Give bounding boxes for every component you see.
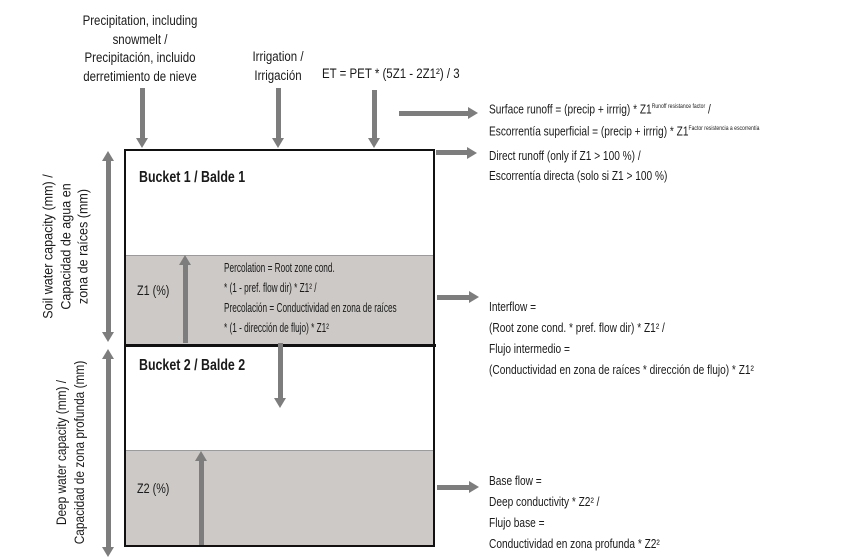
bucket2-title: Bucket 2 / Balde 2	[139, 357, 246, 374]
label-line: Surface runoff = (precip + irrrig) * Z1R…	[489, 101, 711, 117]
label-line: Precipitation, including	[82, 13, 198, 28]
label-line: Precolación = Conductividad en zona de r…	[224, 301, 397, 315]
z1-storage-band	[126, 255, 433, 345]
label-line: Flujo intermedio =	[489, 341, 570, 356]
label-line: Irrigación	[254, 67, 302, 83]
percolation-formula: Percolation = Root zone cond. * (1 - pre…	[224, 258, 397, 338]
percolation-arrow	[274, 343, 287, 408]
et-arrow	[368, 90, 381, 148]
label-line: * (1 - pref. flow dir) * Z1² /	[224, 281, 317, 295]
soil-capacity-extent-arrow	[102, 151, 115, 342]
label-line: * (1 - dirección de flujo) * Z1²	[224, 321, 330, 335]
interflow-formula: Interflow = (Root zone cond. * pref. flo…	[489, 296, 754, 380]
label-line: Capacidad de zona profunda (mm)	[71, 360, 87, 545]
label-line: Base flow =	[489, 473, 542, 488]
superscript: Factor resistencia a escorrentía	[688, 125, 760, 132]
label-line: snowmelt /	[112, 31, 168, 47]
precipitation-arrow	[136, 88, 149, 148]
label-line: Irrigation /	[252, 49, 304, 64]
z1-storage-arrow	[179, 255, 192, 343]
irrigation-label: Irrigation / Irrigación	[240, 48, 317, 85]
z2-label: Z2 (%)	[137, 481, 170, 496]
label-line: (Conductividad en zona de raíces * direc…	[489, 362, 754, 377]
base-flow-formula: Base flow = Deep conductivity * Z2² / Fl…	[489, 470, 660, 554]
deep-capacity-extent-arrow	[102, 349, 115, 557]
irrigation-arrow	[272, 88, 285, 148]
soil-water-capacity-label: Soil water capacity (mm) / Capacidad de …	[40, 154, 93, 340]
precipitation-label: Precipitation, including snowmelt / Prec…	[68, 12, 213, 86]
z1-label: Z1 (%)	[137, 283, 170, 298]
label-line: Capacidad de agua en	[58, 183, 73, 310]
label-line: zona de raíces (mm)	[75, 188, 91, 305]
superscript: Runoff resistance factor	[651, 103, 706, 110]
label-line: Direct runoff (only if Z1 > 100 %) /	[489, 148, 641, 163]
base-flow-arrow	[437, 481, 479, 494]
interflow-arrow	[437, 291, 479, 304]
label-line: Precipitación, incluido	[84, 50, 196, 65]
direct-runoff-arrow	[436, 146, 477, 159]
direct-runoff-formula: Direct runoff (only if Z1 > 100 %) / Esc…	[489, 146, 667, 185]
z2-storage-arrow	[195, 451, 208, 545]
label-line: Deep conductivity * Z2² /	[489, 494, 600, 509]
bucket1-title: Bucket 1 / Balde 1	[139, 169, 246, 186]
deep-water-capacity-label: Deep water capacity (mm) / Capacidad de …	[53, 358, 88, 547]
label-line: Soil water capacity (mm) /	[40, 174, 56, 319]
label-line: Interflow =	[489, 299, 537, 314]
et-formula-label: ET = PET * (5Z1 - 2Z1²) / 3	[322, 66, 460, 81]
surface-runoff-formula: Surface runoff = (precip + irrrig) * Z1R…	[489, 97, 760, 141]
surface-runoff-arrow	[399, 107, 478, 120]
label-line: Flujo base =	[489, 515, 545, 530]
label-line: Conductividad en zona profunda * Z2²	[489, 536, 660, 551]
label-line: Escorrentía superficial = (precip + irrr…	[489, 123, 760, 139]
label-line: (Root zone cond. * pref. flow dir) * Z1²…	[489, 320, 665, 335]
label-line: Deep water capacity (mm) /	[54, 379, 69, 526]
label-line: Percolation = Root zone cond.	[224, 261, 335, 275]
z2-storage-band	[126, 450, 433, 545]
label-line: derretimiento de nieve	[83, 68, 197, 84]
label-line: Escorrentía directa (solo si Z1 > 100 %)	[489, 167, 668, 183]
